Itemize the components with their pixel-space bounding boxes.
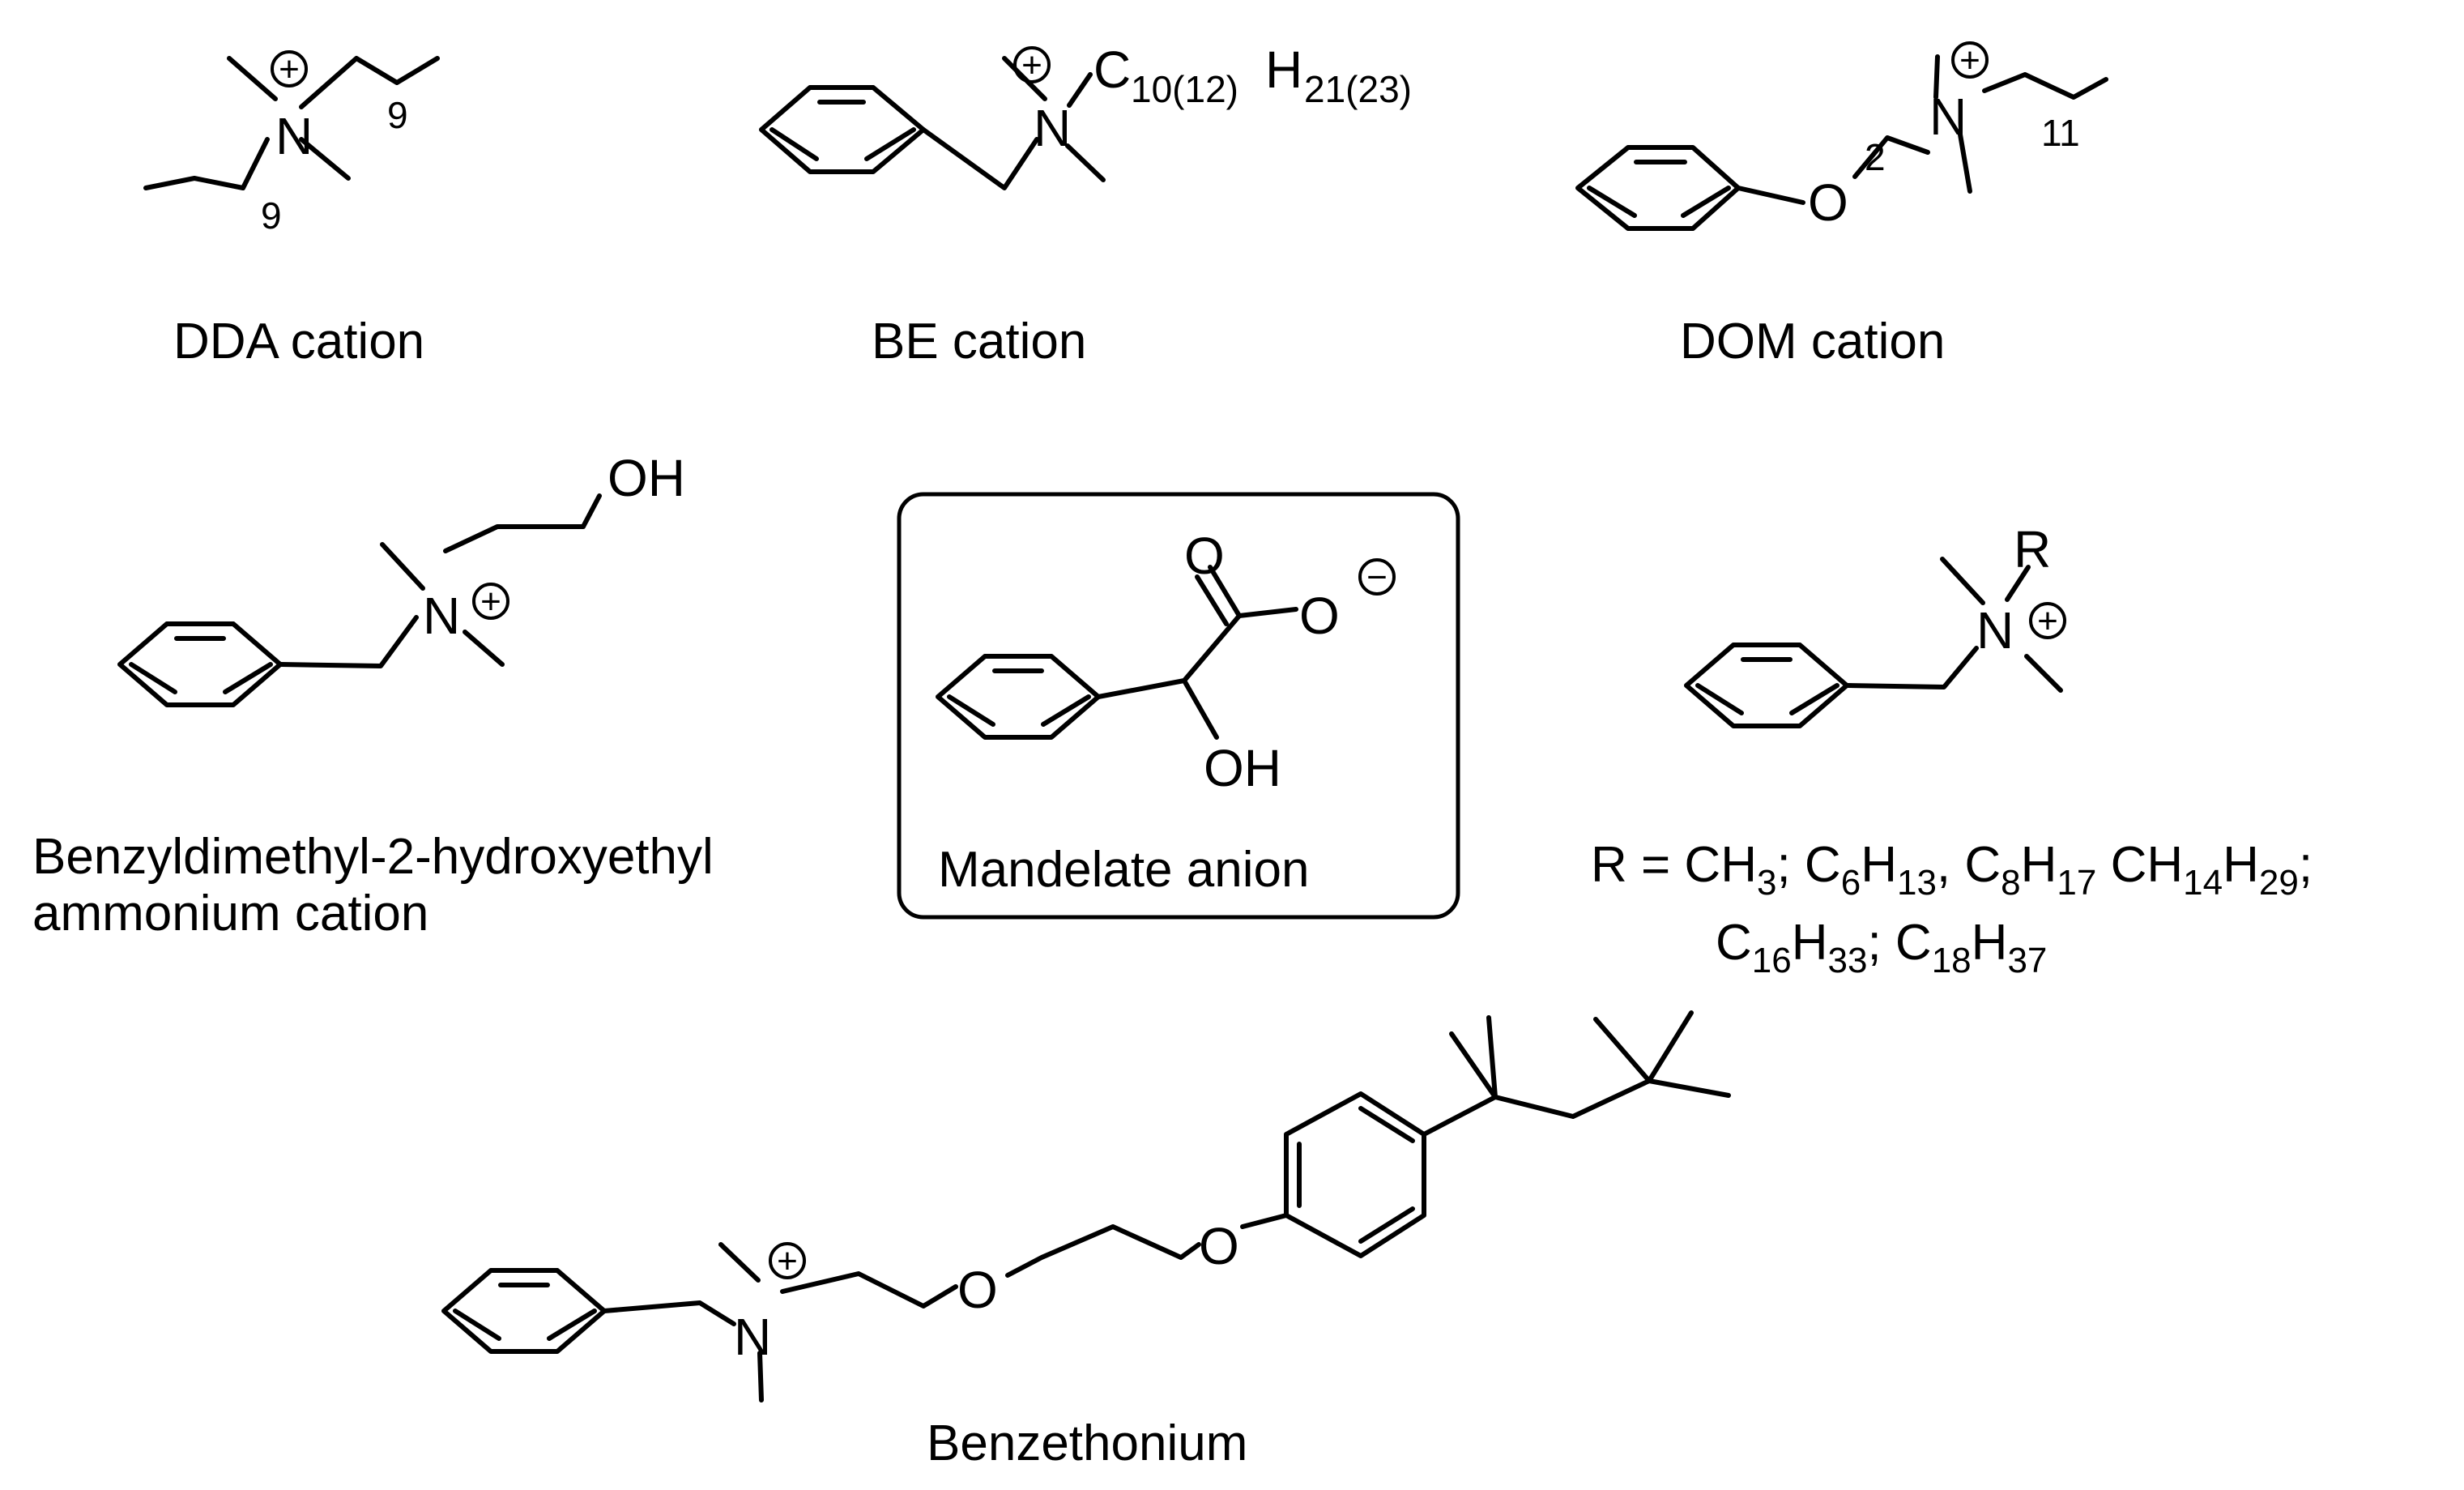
dda-plus-sign: + bbox=[279, 49, 300, 89]
mandelate-negative-charge-icon bbox=[1358, 558, 1396, 596]
dda-lower-chain-subscript: 9 bbox=[261, 194, 282, 237]
r-definition-line1-part: 29 bbox=[2259, 863, 2299, 903]
r-definition-line1-part: ; C bbox=[1776, 837, 1840, 893]
mandelate-carbonyl-oxygen-label: O bbox=[1184, 527, 1225, 585]
r-definition-line1-part: 17 bbox=[2057, 863, 2096, 903]
r-definition-line1-part: 8 bbox=[2001, 863, 2020, 903]
r-group-label: R bbox=[2014, 520, 2051, 578]
be-positive-charge-icon bbox=[1013, 46, 1051, 83]
r-definition-line2-part: 16 bbox=[1752, 941, 1792, 980]
r-definition-line2-part: 18 bbox=[1932, 941, 1972, 980]
benzethonium-structure: N + O O bbox=[441, 1010, 1731, 1402]
benzethonium-caption: Benzethonium bbox=[927, 1415, 1247, 1471]
dom-positive-charge-icon bbox=[1951, 41, 1989, 79]
mandelate-caption: Mandelate anion bbox=[938, 842, 1309, 898]
dda-upper-chain-subscript: 9 bbox=[387, 94, 408, 136]
mandelate-carboxylate-oxygen-label: O bbox=[1299, 587, 1340, 645]
be-carbon-label: C bbox=[1093, 41, 1131, 99]
dda-positive-charge-icon bbox=[271, 50, 308, 88]
r-definition-line1-part: 3 bbox=[1757, 863, 1776, 903]
r-definition-line1-part: H bbox=[1861, 837, 1897, 893]
be-carbon-subscript: 10(12) bbox=[1131, 68, 1238, 110]
dom-caption: DOM cation bbox=[1680, 314, 1945, 369]
r-definition-line1-part: 6 bbox=[1841, 863, 1861, 903]
r-definition-line2: C16H33; C18H37 bbox=[1716, 915, 2047, 980]
hydroxyethyl-caption-line2: ammonium cation bbox=[32, 886, 428, 941]
hydroxyethyl-caption-line1: Benzyldimethyl-2-hydroxyethyl bbox=[32, 829, 714, 885]
r-definition-line1-part: H bbox=[2021, 837, 2057, 893]
dda-nitrogen-label: N bbox=[275, 107, 313, 165]
dom-ethyl-subscript: 2 bbox=[1865, 136, 1886, 178]
r-definition-line2-part: 37 bbox=[2007, 941, 2047, 980]
be-caption: BE cation bbox=[872, 314, 1086, 369]
r-definition-line1-part: H bbox=[2223, 837, 2259, 893]
dom-nitrogen-label: N bbox=[1929, 88, 1967, 146]
mandelate-anion-structure: O O − OH bbox=[936, 527, 1396, 797]
r-definition-line1-part: CH bbox=[2096, 837, 2183, 893]
dom-cation-structure: O 2 N + 11 bbox=[1575, 41, 2108, 232]
be-nitrogen-label: N bbox=[1034, 99, 1071, 157]
r-definition-line2-part: H bbox=[1792, 915, 1828, 971]
dda-caption: DDA cation bbox=[173, 314, 424, 369]
benzyl-ammonium-positive-charge-icon bbox=[2029, 602, 2066, 639]
r-definition-line2-part: 33 bbox=[1828, 941, 1868, 980]
r-definition-line1-part: 13 bbox=[1897, 863, 1937, 903]
benzyl-ammonium-nitrogen-label: N bbox=[1976, 601, 2014, 660]
hydroxyethyl-oh-label: OH bbox=[607, 449, 685, 507]
benzethonium-ether-oxygen-2: O bbox=[1199, 1217, 1239, 1275]
benzyl-ammonium-r-structure: N R + bbox=[1684, 520, 2066, 728]
benzethonium-ether-oxygen-1: O bbox=[957, 1261, 998, 1319]
benzethonium-positive-charge-icon bbox=[769, 1242, 806, 1279]
mandelate-hydroxyl-label: OH bbox=[1204, 739, 1281, 797]
r-definition-line1-part: 14 bbox=[2183, 863, 2223, 903]
hydroxyethyl-ammonium-structure: N + OH bbox=[117, 449, 685, 707]
r-definition-line1-part: ; bbox=[2299, 837, 2313, 893]
r-definition-line1-part: , C bbox=[1937, 837, 2001, 893]
hydroxyethyl-positive-charge-icon bbox=[472, 583, 509, 620]
hydroxyethyl-plus-sign: + bbox=[480, 582, 501, 621]
benzethonium-nitrogen-label: N bbox=[734, 1308, 771, 1366]
be-hydrogen-subscript: 21(23) bbox=[1304, 68, 1412, 110]
hydroxyethyl-nitrogen-label: N bbox=[423, 587, 460, 645]
mandelate-highlight-box bbox=[897, 492, 1460, 920]
dom-oxygen-label: O bbox=[1808, 173, 1848, 232]
dda-cation-structure: N + 9 9 bbox=[143, 49, 440, 237]
mandelate-minus-sign: − bbox=[1366, 557, 1388, 597]
r-definition-line1-part: R = CH bbox=[1591, 837, 1757, 893]
be-plus-sign: + bbox=[1021, 45, 1042, 85]
benzyl-ammonium-plus-sign: + bbox=[2037, 601, 2058, 641]
dom-chain-subscript: 11 bbox=[2041, 112, 2080, 154]
be-hydrogen-label: H bbox=[1265, 41, 1302, 99]
dom-plus-sign: + bbox=[1959, 41, 1980, 80]
be-cation-structure: N + C 10(12) H 21(23) bbox=[759, 41, 1412, 190]
benzethonium-plus-sign: + bbox=[777, 1241, 798, 1281]
r-definition-line2-part: H bbox=[1972, 915, 2008, 971]
r-definition-line2-part: C bbox=[1716, 915, 1752, 971]
r-definition-line2-part: ; C bbox=[1867, 915, 1931, 971]
r-definition-line1: R = CH3; C6H13, C8H17 CH14H29; bbox=[1591, 837, 2313, 903]
